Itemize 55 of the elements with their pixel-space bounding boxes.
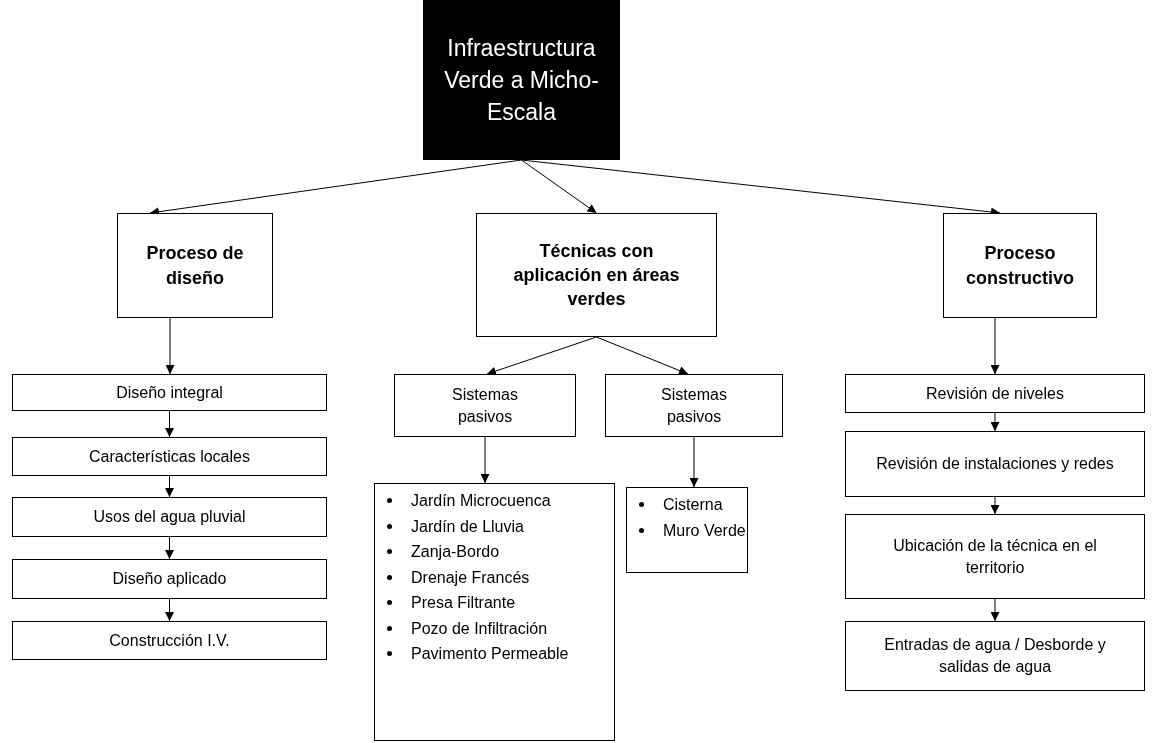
arrow bbox=[165, 475, 174, 498]
arrow bbox=[990, 598, 1000, 622]
box-label: Diseño aplicado bbox=[111, 569, 228, 590]
arrow bbox=[165, 536, 174, 560]
box-label: Construcción I.V. bbox=[108, 630, 231, 651]
process-box bbox=[845, 514, 1145, 599]
process-box bbox=[12, 374, 327, 411]
process-box bbox=[12, 559, 327, 599]
process-box bbox=[845, 374, 1145, 413]
list-box bbox=[626, 487, 748, 573]
box-label: Diseño integral bbox=[115, 382, 224, 403]
box-label: Proceso de diseño bbox=[145, 242, 245, 290]
process-box bbox=[12, 437, 327, 476]
category-box bbox=[943, 213, 1097, 318]
arrow bbox=[165, 317, 175, 375]
box-label: Ubicación de la técnica en el territorio bbox=[892, 535, 1098, 578]
process-box bbox=[845, 431, 1145, 497]
list-item: Jardín Microcuenca bbox=[411, 491, 551, 511]
arrow bbox=[990, 496, 1000, 515]
list-item: Drenaje Francés bbox=[411, 567, 530, 588]
arrow bbox=[596, 336, 689, 375]
arrow bbox=[165, 598, 174, 622]
list-item: Cisterna bbox=[663, 495, 723, 515]
title-text: Infraestructura Verde a Micho-Escala bbox=[443, 33, 600, 128]
box-label: Revisión de instalaciones y redes bbox=[875, 454, 1115, 475]
arrow bbox=[990, 317, 1000, 375]
arrow bbox=[689, 436, 699, 488]
arrow bbox=[990, 412, 1000, 432]
list-item: Pavimento Permeable bbox=[411, 644, 569, 664]
arrow bbox=[480, 436, 490, 484]
box-label: Entradas de agua / Desborde y salidas de agua bbox=[883, 635, 1107, 677]
arrow bbox=[165, 410, 174, 438]
box-label: Sistemas pasivos bbox=[451, 384, 519, 427]
title-box bbox=[423, 0, 620, 160]
process-box bbox=[605, 374, 783, 437]
category-box bbox=[476, 213, 717, 337]
list-item: Jardín de Lluvia bbox=[411, 516, 524, 537]
process-box bbox=[12, 621, 327, 660]
arrow bbox=[486, 336, 597, 376]
list-item: Zanja-Bordo bbox=[411, 542, 500, 562]
process-box bbox=[12, 497, 327, 537]
box-label: Sistemas pasivos bbox=[660, 384, 728, 427]
list-item: Pozo de Infiltración bbox=[411, 618, 548, 639]
process-box bbox=[394, 374, 576, 437]
list-box bbox=[374, 483, 615, 741]
box-label: Revisión de niveles bbox=[925, 383, 1065, 404]
arrow bbox=[521, 159, 597, 214]
box-label: Usos del agua pluvial bbox=[92, 507, 247, 528]
category-box bbox=[117, 213, 273, 318]
list-item: Presa Filtrante bbox=[411, 593, 516, 613]
box-label: Proceso constructivo bbox=[965, 242, 1075, 290]
process-box bbox=[845, 621, 1145, 691]
box-label: Características locales bbox=[88, 446, 251, 467]
box-label: Técnicas con aplicación en áreas verdes bbox=[512, 239, 681, 312]
list-item: Muro Verde bbox=[663, 520, 746, 541]
